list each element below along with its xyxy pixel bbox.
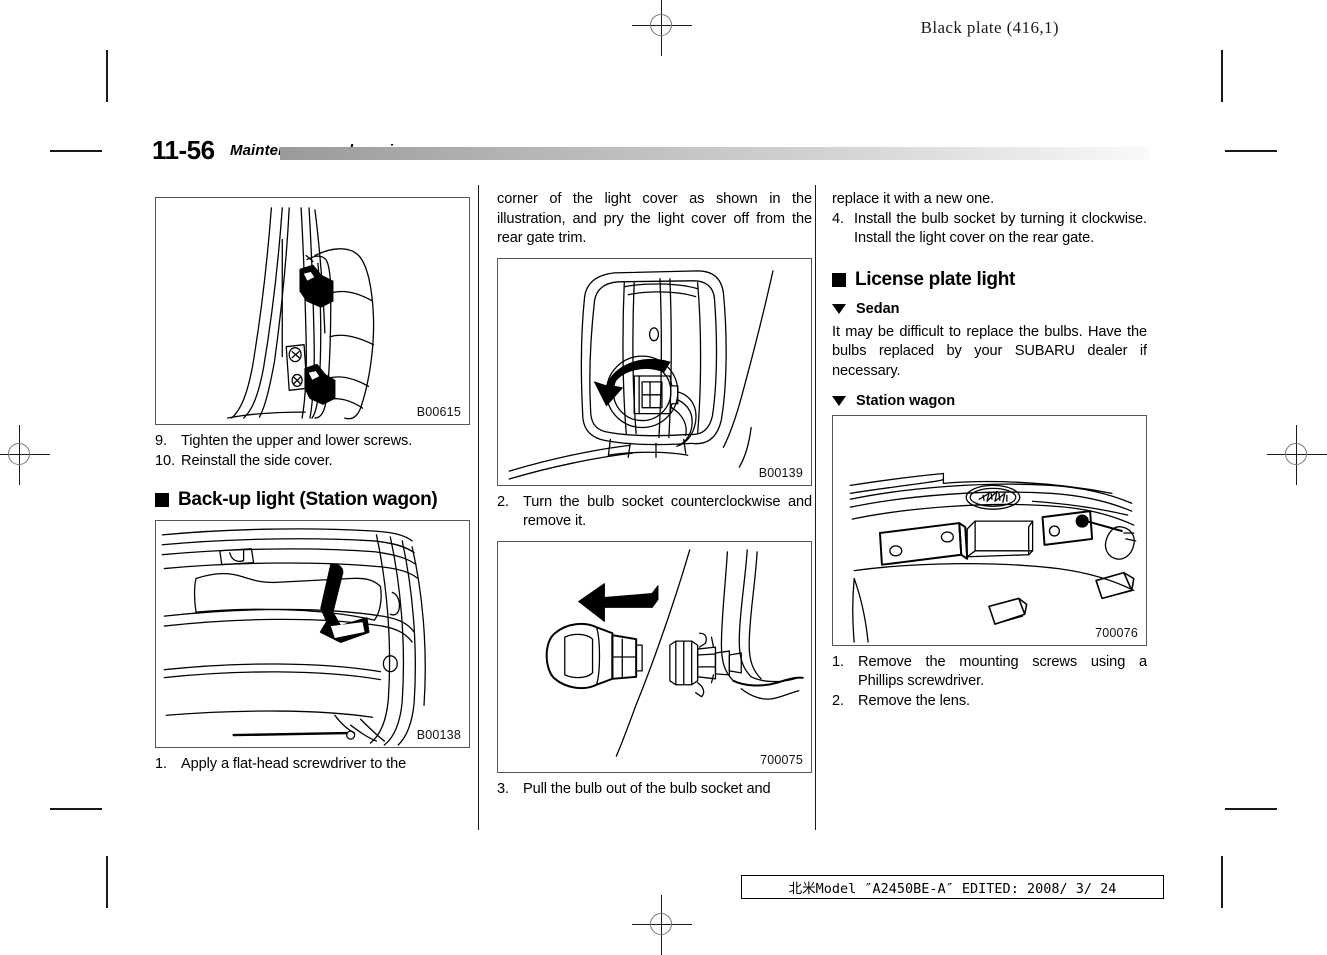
registration-mark-left xyxy=(0,425,50,485)
bulb-socket-rotate-diagram xyxy=(508,270,774,480)
step-text: Pull the bulb out of the bulb socket and xyxy=(523,780,771,797)
registration-mark-right xyxy=(1267,425,1327,485)
step-number: 9. xyxy=(155,433,167,449)
step-text: Install the bulb socket by turning it cl… xyxy=(854,210,1147,247)
section-heading-back-up-light: Back-up light (Station wagon) xyxy=(155,489,470,511)
step-number: 4. xyxy=(832,210,844,227)
right-column: replace it with a new one. 4. Install th… xyxy=(832,190,1147,711)
step-number: 2. xyxy=(497,493,509,510)
footer-edition-box: 北米Model ″A2450BE-A″ EDITED: 2008/ 3/ 24 xyxy=(741,875,1164,899)
crop-mark-bottom-left xyxy=(50,808,160,908)
sub-heading-label: Station wagon xyxy=(856,392,956,409)
step-number: 1. xyxy=(155,756,167,773)
step-item: 9. Tighten the upper and lower screws. xyxy=(155,432,470,452)
figure-tail-light-assembly: B00615 xyxy=(155,197,470,425)
step-number: 3. xyxy=(497,780,509,797)
bulb-pull-out-diagram xyxy=(545,549,804,757)
black-square-icon xyxy=(155,493,169,508)
figure-bulb-pull-out: 700075 xyxy=(497,540,812,773)
continued-paragraph: corner of the light cover as shown in th… xyxy=(497,191,812,247)
triangle-down-icon xyxy=(832,303,846,314)
step-item: 1. Apply a flat-head screwdriver to the xyxy=(155,755,470,775)
continued-paragraph: replace it with a new one. xyxy=(832,191,995,207)
step-item: 2. Turn the bulb socket counterclockwise… xyxy=(497,493,812,532)
crop-mark-top-left xyxy=(50,50,160,152)
figure-id: B00139 xyxy=(758,465,803,480)
registration-mark-top xyxy=(632,0,692,56)
figure-id: B00615 xyxy=(416,405,461,419)
step-text: Apply a flat-head screwdriver to the xyxy=(181,756,407,773)
step-item: 3. Pull the bulb out of the bulb socket … xyxy=(497,780,812,800)
title-gradient-bar xyxy=(280,147,1150,160)
sedan-paragraph: It may be difficult to replace the bulbs… xyxy=(832,323,1147,379)
step-item: 4. Install the bulb socket by turning it… xyxy=(832,210,1147,249)
registration-mark-bottom xyxy=(632,895,692,955)
figure-rear-gate-trim: B00138 xyxy=(155,520,470,749)
black-square-icon xyxy=(832,272,846,287)
triangle-down-icon xyxy=(832,395,846,406)
section-heading-label: License plate light xyxy=(855,268,1016,290)
step-number: 10. xyxy=(155,452,175,469)
figure-id: 700075 xyxy=(760,752,803,767)
step-text: Remove the mounting screws using a Phill… xyxy=(858,653,1147,690)
section-heading-label: Back-up light (Station wagon) xyxy=(178,489,438,511)
step-text: Tighten the upper and lower screws. xyxy=(181,433,413,449)
tail-light-assembly-diagram xyxy=(227,207,375,420)
middle-column: corner of the light cover as shown in th… xyxy=(497,190,812,800)
step-item: 1. Remove the mounting screws using a Ph… xyxy=(832,653,1147,692)
left-column: B00615 9. Tighten the upper and lower sc… xyxy=(155,190,470,775)
step-item: 10. Reinstall the side cover. xyxy=(155,452,470,472)
column-divider-1 xyxy=(478,185,479,830)
footer-edition-text: 北米Model ″A2450BE-A″ EDITED: 2008/ 3/ 24 xyxy=(788,881,1117,897)
black-plate-label: Black plate (416,1) xyxy=(920,18,1059,37)
section-heading-license-plate-light: License plate light xyxy=(832,269,1147,291)
figure-license-plate-light: 700076 xyxy=(832,414,1147,646)
step-number: 2. xyxy=(832,692,844,709)
sub-heading-station-wagon: Station wagon xyxy=(832,393,1147,409)
chapter-number: 11-56 xyxy=(152,135,215,165)
figure-id: B00138 xyxy=(416,728,461,743)
figure-bulb-socket-rotate: B00139 xyxy=(497,257,812,486)
step-text: Remove the lens. xyxy=(858,692,970,709)
sub-heading-sedan: Sedan xyxy=(832,301,1147,317)
crop-mark-bottom-right xyxy=(1167,808,1277,908)
step-text: Reinstall the side cover. xyxy=(181,452,333,469)
step-number: 1. xyxy=(832,653,844,670)
rear-gate-trim-screwdriver-diagram xyxy=(161,528,426,746)
figure-id: 700076 xyxy=(1095,625,1138,640)
sub-heading-label: Sedan xyxy=(856,300,900,317)
step-text: Turn the bulb socket counterclockwise an… xyxy=(523,493,812,530)
license-plate-light-diagram xyxy=(849,472,1137,643)
step-item: 2. Remove the lens. xyxy=(832,692,1147,712)
crop-mark-top-right xyxy=(1167,50,1277,152)
column-divider-2 xyxy=(815,185,816,830)
